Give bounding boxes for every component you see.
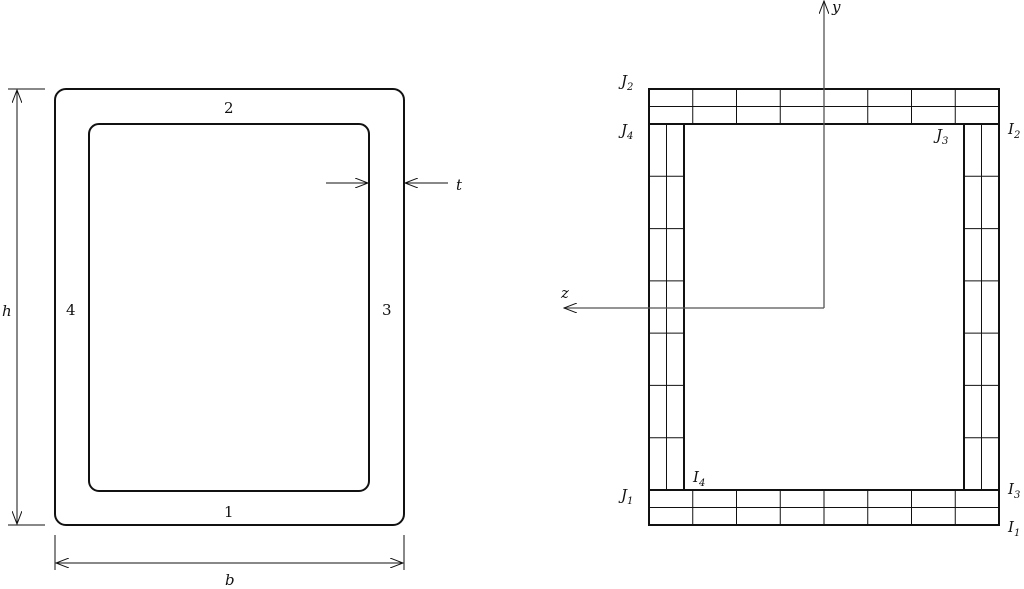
svg-text:I1: I1 [1007, 518, 1020, 539]
svg-text:J4: J4 [618, 121, 633, 142]
point-I1: I1 [1007, 518, 1020, 539]
width-dimension [54, 535, 405, 570]
svg-text:I2: I2 [1007, 120, 1020, 141]
svg-text:I3: I3 [1007, 480, 1020, 501]
svg-text:I4: I4 [692, 468, 705, 489]
axis-y-label: y [831, 0, 841, 16]
outer-wall [54, 88, 405, 526]
svg-text:J3: J3 [933, 126, 948, 147]
meshed-section-figure: y z J2 J4 J3 I2 J1 I4 I3 I1 [560, 0, 1020, 539]
point-I4: I4 [692, 468, 705, 489]
point-J2: J2 [618, 72, 633, 93]
wall-2-label: 2 [224, 99, 234, 117]
point-J4: J4 [618, 121, 633, 142]
point-J1: J1 [618, 486, 633, 507]
inner-wall [88, 123, 370, 492]
svg-text:J2: J2 [618, 72, 633, 93]
point-I2: I2 [1007, 120, 1020, 141]
axis-z-label: z [560, 284, 569, 302]
wall-3-label: 3 [382, 301, 392, 319]
dimension-b-label: b [225, 571, 235, 589]
point-I3: I3 [1007, 480, 1020, 501]
dimension-h-label: h [2, 302, 12, 320]
svg-text:J1: J1 [618, 486, 633, 507]
wall-1-label: 1 [224, 503, 234, 521]
hollow-section-figure: h b t 1 2 3 4 [2, 88, 463, 589]
dimension-t-label: t [456, 176, 463, 194]
point-J3: J3 [933, 126, 948, 147]
height-dimension [8, 88, 45, 526]
coordinate-axes [564, 1, 824, 308]
wall-4-label: 4 [66, 301, 76, 319]
